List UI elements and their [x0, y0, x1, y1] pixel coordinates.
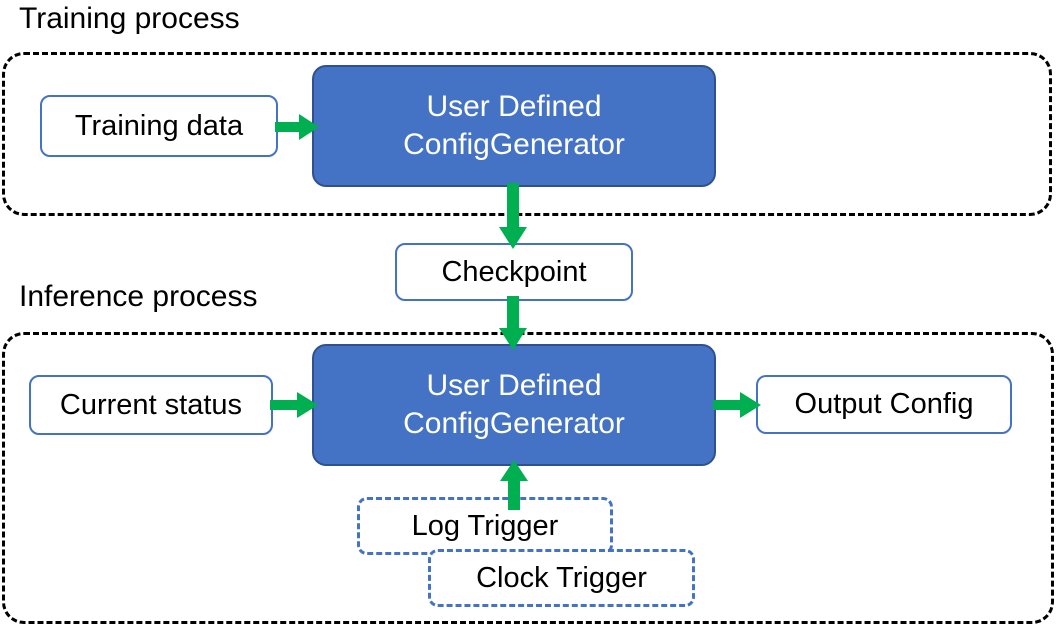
node-user-defined-configgenerator-training[interactable]: User Defined ConfigGenerator [312, 65, 716, 187]
arrow-right-icon-trainingdata-to-generator [275, 114, 319, 140]
node-generator-inference-label-line2: ConfigGenerator [403, 407, 625, 440]
node-current-status[interactable]: Current status [29, 375, 273, 435]
node-checkpoint[interactable]: Checkpoint [395, 243, 633, 301]
node-clock-trigger[interactable]: Clock Trigger [428, 549, 695, 607]
node-training-data-label: Training data [74, 109, 244, 142]
node-log-trigger-label: Log Trigger [411, 509, 559, 542]
inference-process-group [2, 332, 1054, 624]
arrow-right-icon-status-to-generator [270, 392, 318, 418]
training-process-caption: Training process [19, 2, 240, 35]
node-generator-training-label-line1: User Defined [426, 90, 602, 123]
node-output-config-label: Output Config [794, 388, 974, 420]
inference-process-caption: Inference process [19, 280, 258, 313]
node-log-trigger[interactable]: Log Trigger [357, 497, 613, 555]
node-user-defined-configgenerator-inference[interactable]: User Defined ConfigGenerator [312, 344, 716, 466]
node-clock-trigger-label: Clock Trigger [476, 561, 647, 594]
node-training-data[interactable]: Training data [40, 95, 278, 157]
node-generator-training-label-line2: ConfigGenerator [403, 128, 625, 161]
node-current-status-label: Current status [59, 388, 243, 421]
training-process-group [2, 52, 1052, 216]
arrow-down-icon-checkpoint-to-generator [499, 296, 527, 350]
arrow-right-icon-generator-to-output [713, 392, 761, 418]
arrow-up-icon-logtrigger-to-generator [500, 460, 528, 510]
node-output-config[interactable]: Output Config [756, 375, 1012, 434]
node-checkpoint-label: Checkpoint [441, 255, 587, 288]
node-generator-inference-label-line1: User Defined [426, 369, 602, 402]
arrow-down-icon-generator-to-checkpoint [499, 183, 527, 249]
